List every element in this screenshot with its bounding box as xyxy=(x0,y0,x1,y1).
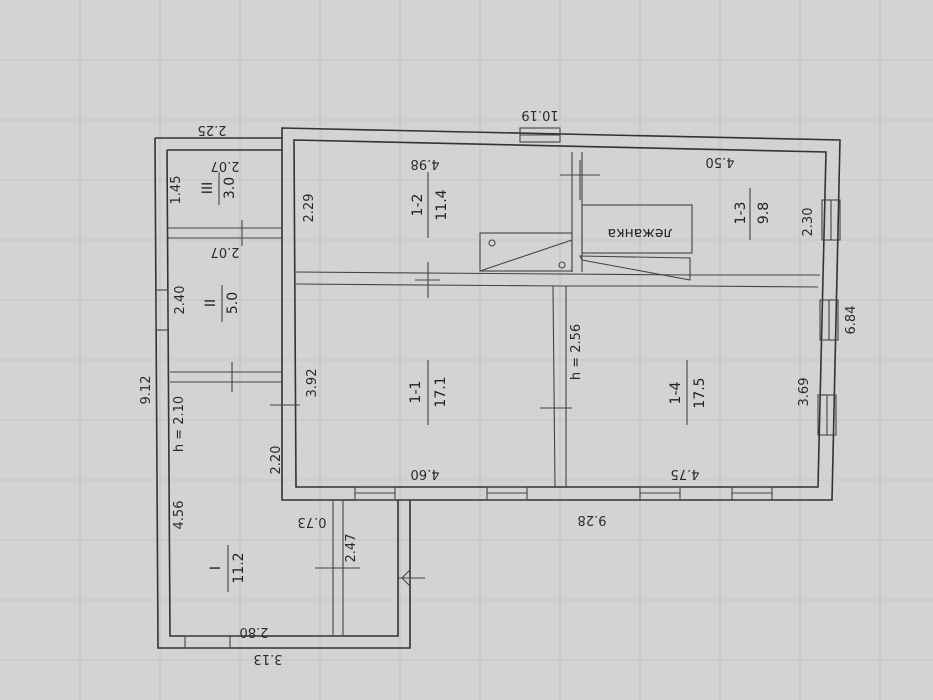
room-1-2: 1-2 11.4 4.98 2.29 xyxy=(302,156,450,238)
room-number: II xyxy=(203,299,219,307)
room-III: III 3.0 2.07 1.45 xyxy=(169,158,239,205)
dim-left-bottom: 3.13 xyxy=(254,651,283,666)
room-width: 4.75 xyxy=(671,466,700,481)
room-area: 11.4 xyxy=(434,189,450,220)
room-II: II 5.0 2.07 2.40 xyxy=(173,244,241,322)
room-depth: 4.56 xyxy=(172,501,187,530)
room-area: 3.0 xyxy=(222,177,238,199)
room-depth: 2.29 xyxy=(302,194,317,223)
room-number: 1-4 xyxy=(668,381,684,404)
room-1-3: 1-3 9.8 4.50 2.30 xyxy=(706,154,816,240)
height-annex: h = 2.10 xyxy=(172,396,187,452)
room-width: 2.80 xyxy=(240,624,269,639)
room-depth: 3.92 xyxy=(305,369,320,398)
room-depth: 1.45 xyxy=(169,176,184,205)
dim-bottom-length: 9.28 xyxy=(578,512,607,527)
height-main: h = 2.56 xyxy=(569,324,584,380)
room-width: 2.07 xyxy=(211,158,240,173)
dim-annex-wall: 2.20 xyxy=(269,446,284,475)
main-windows xyxy=(354,127,841,501)
dim-left-length: 9.12 xyxy=(139,376,154,405)
room-number: 1-1 xyxy=(408,381,424,404)
room-depth: 2.30 xyxy=(801,208,816,237)
annex-walls xyxy=(154,137,425,649)
stove: лежанка xyxy=(479,204,693,281)
dim-left-top: 2.25 xyxy=(198,122,227,137)
room-1-1: 1-1 17.1 4.60 3.92 xyxy=(305,360,449,481)
room-area: 17.5 xyxy=(692,377,708,408)
room-depth: 2.40 xyxy=(173,286,188,315)
room-area: 5.0 xyxy=(225,292,241,314)
room-area: 17.1 xyxy=(433,376,449,407)
dim-right-length: 6.84 xyxy=(844,306,859,335)
room-width: 4.60 xyxy=(411,466,440,481)
room-number: 1-3 xyxy=(733,202,749,225)
room-area: 11.2 xyxy=(231,552,247,583)
room-area: 9.8 xyxy=(756,202,772,224)
room-number: III xyxy=(200,182,216,194)
main-house-walls xyxy=(281,127,841,501)
dim-annex-door: 2.47 xyxy=(344,534,359,563)
room-1-4: 1-4 17.5 4.75 3.69 xyxy=(668,360,812,481)
room-I: I 11.2 2.80 4.56 xyxy=(172,501,268,639)
dim-top-length: 10.19 xyxy=(521,107,558,122)
room-width: 4.98 xyxy=(411,156,440,171)
stove-label: лежанка xyxy=(608,225,673,241)
room-width: 4.50 xyxy=(706,154,735,169)
door-marks xyxy=(415,160,600,409)
room-depth: 3.69 xyxy=(797,378,812,407)
dim-annex-offset: 0.73 xyxy=(298,514,327,529)
room-number: 1-2 xyxy=(410,194,426,217)
room-width: 2.07 xyxy=(211,244,240,259)
room-number: I xyxy=(208,566,224,570)
